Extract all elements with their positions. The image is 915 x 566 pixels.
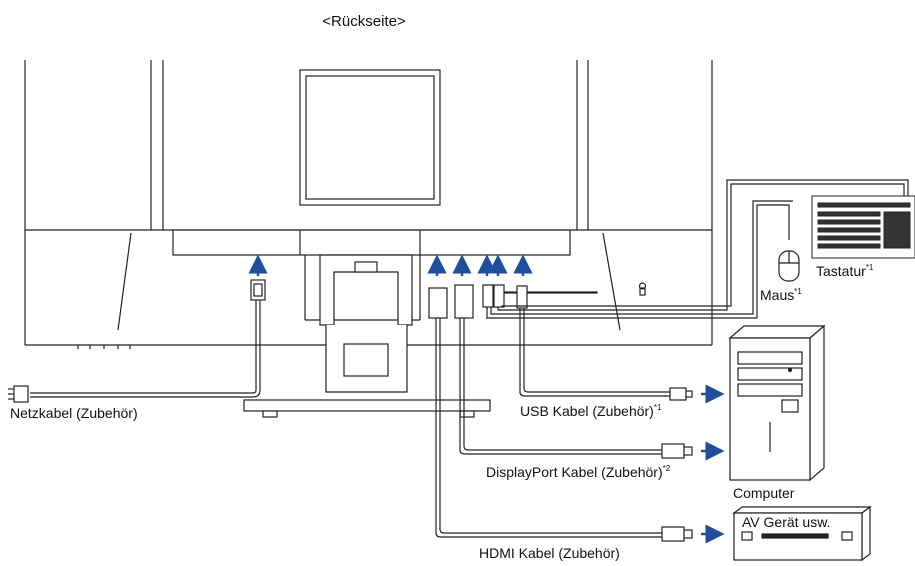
- displayport-cable: [454, 284, 693, 459]
- monitor-stand: [243, 254, 491, 418]
- power-cable: [8, 279, 266, 403]
- computer-tower-icon: [728, 324, 826, 482]
- hdmi-cable: [428, 287, 693, 542]
- keyboard-icon: [811, 195, 915, 259]
- usb-downstream-cables: [482, 179, 909, 319]
- av-device-icon: [732, 505, 872, 562]
- rear-view-heading: <Rückseite>: [322, 13, 406, 30]
- computer-label: Computer: [733, 485, 795, 501]
- power-cable-label: Netzkabel (Zubehör): [10, 405, 138, 421]
- mouse-icon: [778, 250, 800, 282]
- mouse-label: Maus*1: [760, 287, 802, 303]
- hdmi-cable-label: HDMI Kabel (Zubehör): [479, 545, 620, 561]
- usb-cable-label: USB Kabel (Zubehör)*1: [520, 403, 662, 419]
- keyboard-label: Tastatur*1: [816, 263, 874, 279]
- device-arrows: [701, 384, 725, 544]
- port-arrows: [248, 254, 533, 276]
- monitor-rear: [24, 60, 713, 349]
- av-device-label: AV Gerät usw.: [742, 514, 830, 530]
- usb-upstream-cable: [516, 285, 693, 401]
- displayport-cable-label: DisplayPort Kabel (Zubehör)*2: [486, 464, 671, 480]
